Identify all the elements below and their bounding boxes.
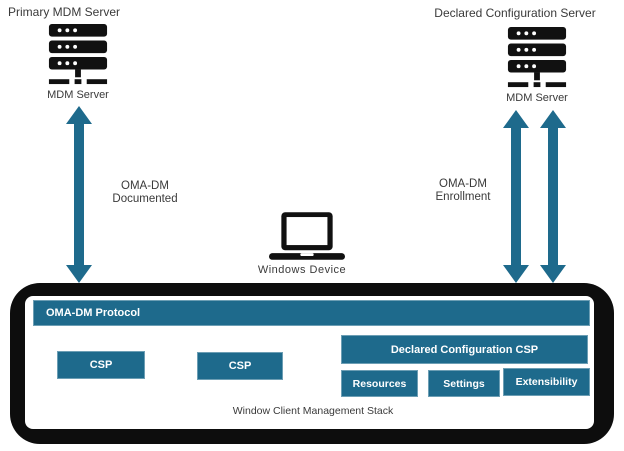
primary-mdm-server-title: Primary MDM Server: [8, 5, 121, 19]
server-stack-icon: [507, 27, 567, 88]
left-server-label: MDM Server: [47, 89, 109, 101]
server-stack-icon: [48, 24, 108, 85]
oma-dm-enrollment-line1: OMA-DM: [439, 178, 487, 190]
resources-box: Resources: [341, 370, 418, 397]
windows-device-label: Windows Device: [257, 264, 347, 276]
oma-dm-documented-arrow: [66, 106, 92, 283]
oma-dm-enrollment-arrow-1: [503, 110, 529, 283]
stack-caption: Window Client Management Stack: [232, 405, 394, 417]
csp-box-2: CSP: [197, 352, 283, 380]
oma-dm-enrollment-line2: Enrollment: [435, 191, 491, 203]
oma-dm-documented-line2: Documented: [112, 193, 178, 205]
right-server-label: MDM Server: [506, 92, 568, 104]
oma-dm-enrollment-label: OMA-DM Enrollment: [413, 178, 513, 204]
oma-dm-documented-label: OMA-DM Documented: [95, 180, 195, 206]
declared-configuration-csp-box: Declared Configuration CSP: [341, 335, 588, 364]
csp-box-1: CSP: [57, 351, 145, 379]
declared-config-server-title: Declared Configuration Server: [434, 6, 596, 20]
oma-dm-documented-line1: OMA-DM: [121, 180, 169, 192]
settings-box: Settings: [428, 370, 500, 397]
laptop-icon: [269, 212, 345, 260]
oma-dm-protocol-bar: OMA-DM Protocol: [33, 300, 590, 326]
extensibility-box: Extensibility: [503, 368, 590, 396]
oma-dm-enrollment-arrow-2: [540, 110, 566, 283]
